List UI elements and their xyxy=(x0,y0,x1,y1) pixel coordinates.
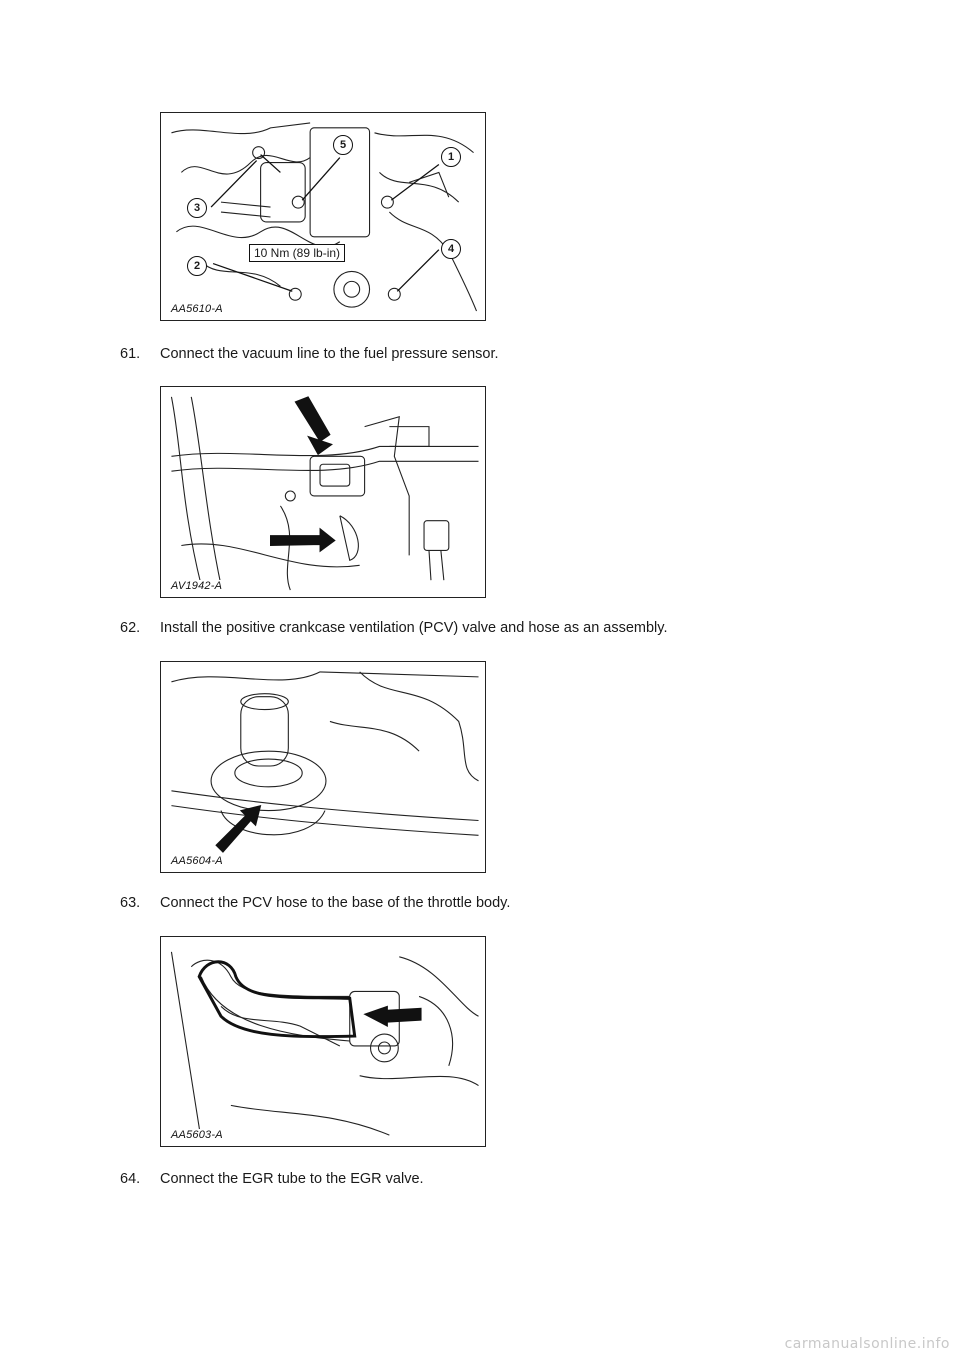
step-number: 63. xyxy=(120,895,141,911)
figure-aa5610: 10 Nm (89 lb-in) 1 2 3 4 5 AA5610-A xyxy=(160,112,486,321)
figure-id-label: AA5603-A xyxy=(169,1129,225,1141)
step-62: 62. Install the positive crankcase ventil… xyxy=(120,620,668,636)
figure-aa5603: AA5603-A xyxy=(160,936,486,1147)
figure-aa5610-illustration xyxy=(171,122,478,312)
step-text: Connect the PCV hose to the base of the … xyxy=(160,895,511,911)
figure-id-label: AV1942-A xyxy=(169,580,225,592)
callout-2: 2 xyxy=(187,256,207,276)
figure-id-label: AA5610-A xyxy=(169,303,225,315)
callout-3: 3 xyxy=(187,198,207,218)
footer-brand: carmanualsonline.info xyxy=(784,1336,950,1352)
step-number: 61. xyxy=(120,346,141,362)
figure-av1942-illustration xyxy=(170,396,479,591)
step-64: 64. Connect the EGR tube to the EGR valve… xyxy=(120,1171,424,1187)
figure-aa5604-illustration xyxy=(171,671,479,853)
figure-aa5604: AA5604-A xyxy=(160,661,486,873)
callout-5: 5 xyxy=(333,135,353,155)
step-number: 62. xyxy=(120,620,141,636)
torque-spec-label: 10 Nm (89 lb-in) xyxy=(249,244,346,262)
step-text: Connect the vacuum line to the fuel pres… xyxy=(160,346,499,362)
step-text: Install the positive crankcase ventilati… xyxy=(160,620,668,636)
step-61: 61. Connect the vacuum line to the fuel p… xyxy=(120,346,499,362)
step-63: 63. Connect the PCV hose to the base of t… xyxy=(120,895,510,911)
step-number: 64. xyxy=(120,1171,141,1187)
step-text: Connect the EGR tube to the EGR valve. xyxy=(160,1171,424,1187)
figure-id-label: AA5604-A xyxy=(169,855,225,867)
figure-av1942: AV1942-A xyxy=(160,386,486,598)
callout-1: 1 xyxy=(441,147,461,167)
callout-4: 4 xyxy=(441,239,461,259)
figure-aa5603-illustration xyxy=(170,951,479,1141)
